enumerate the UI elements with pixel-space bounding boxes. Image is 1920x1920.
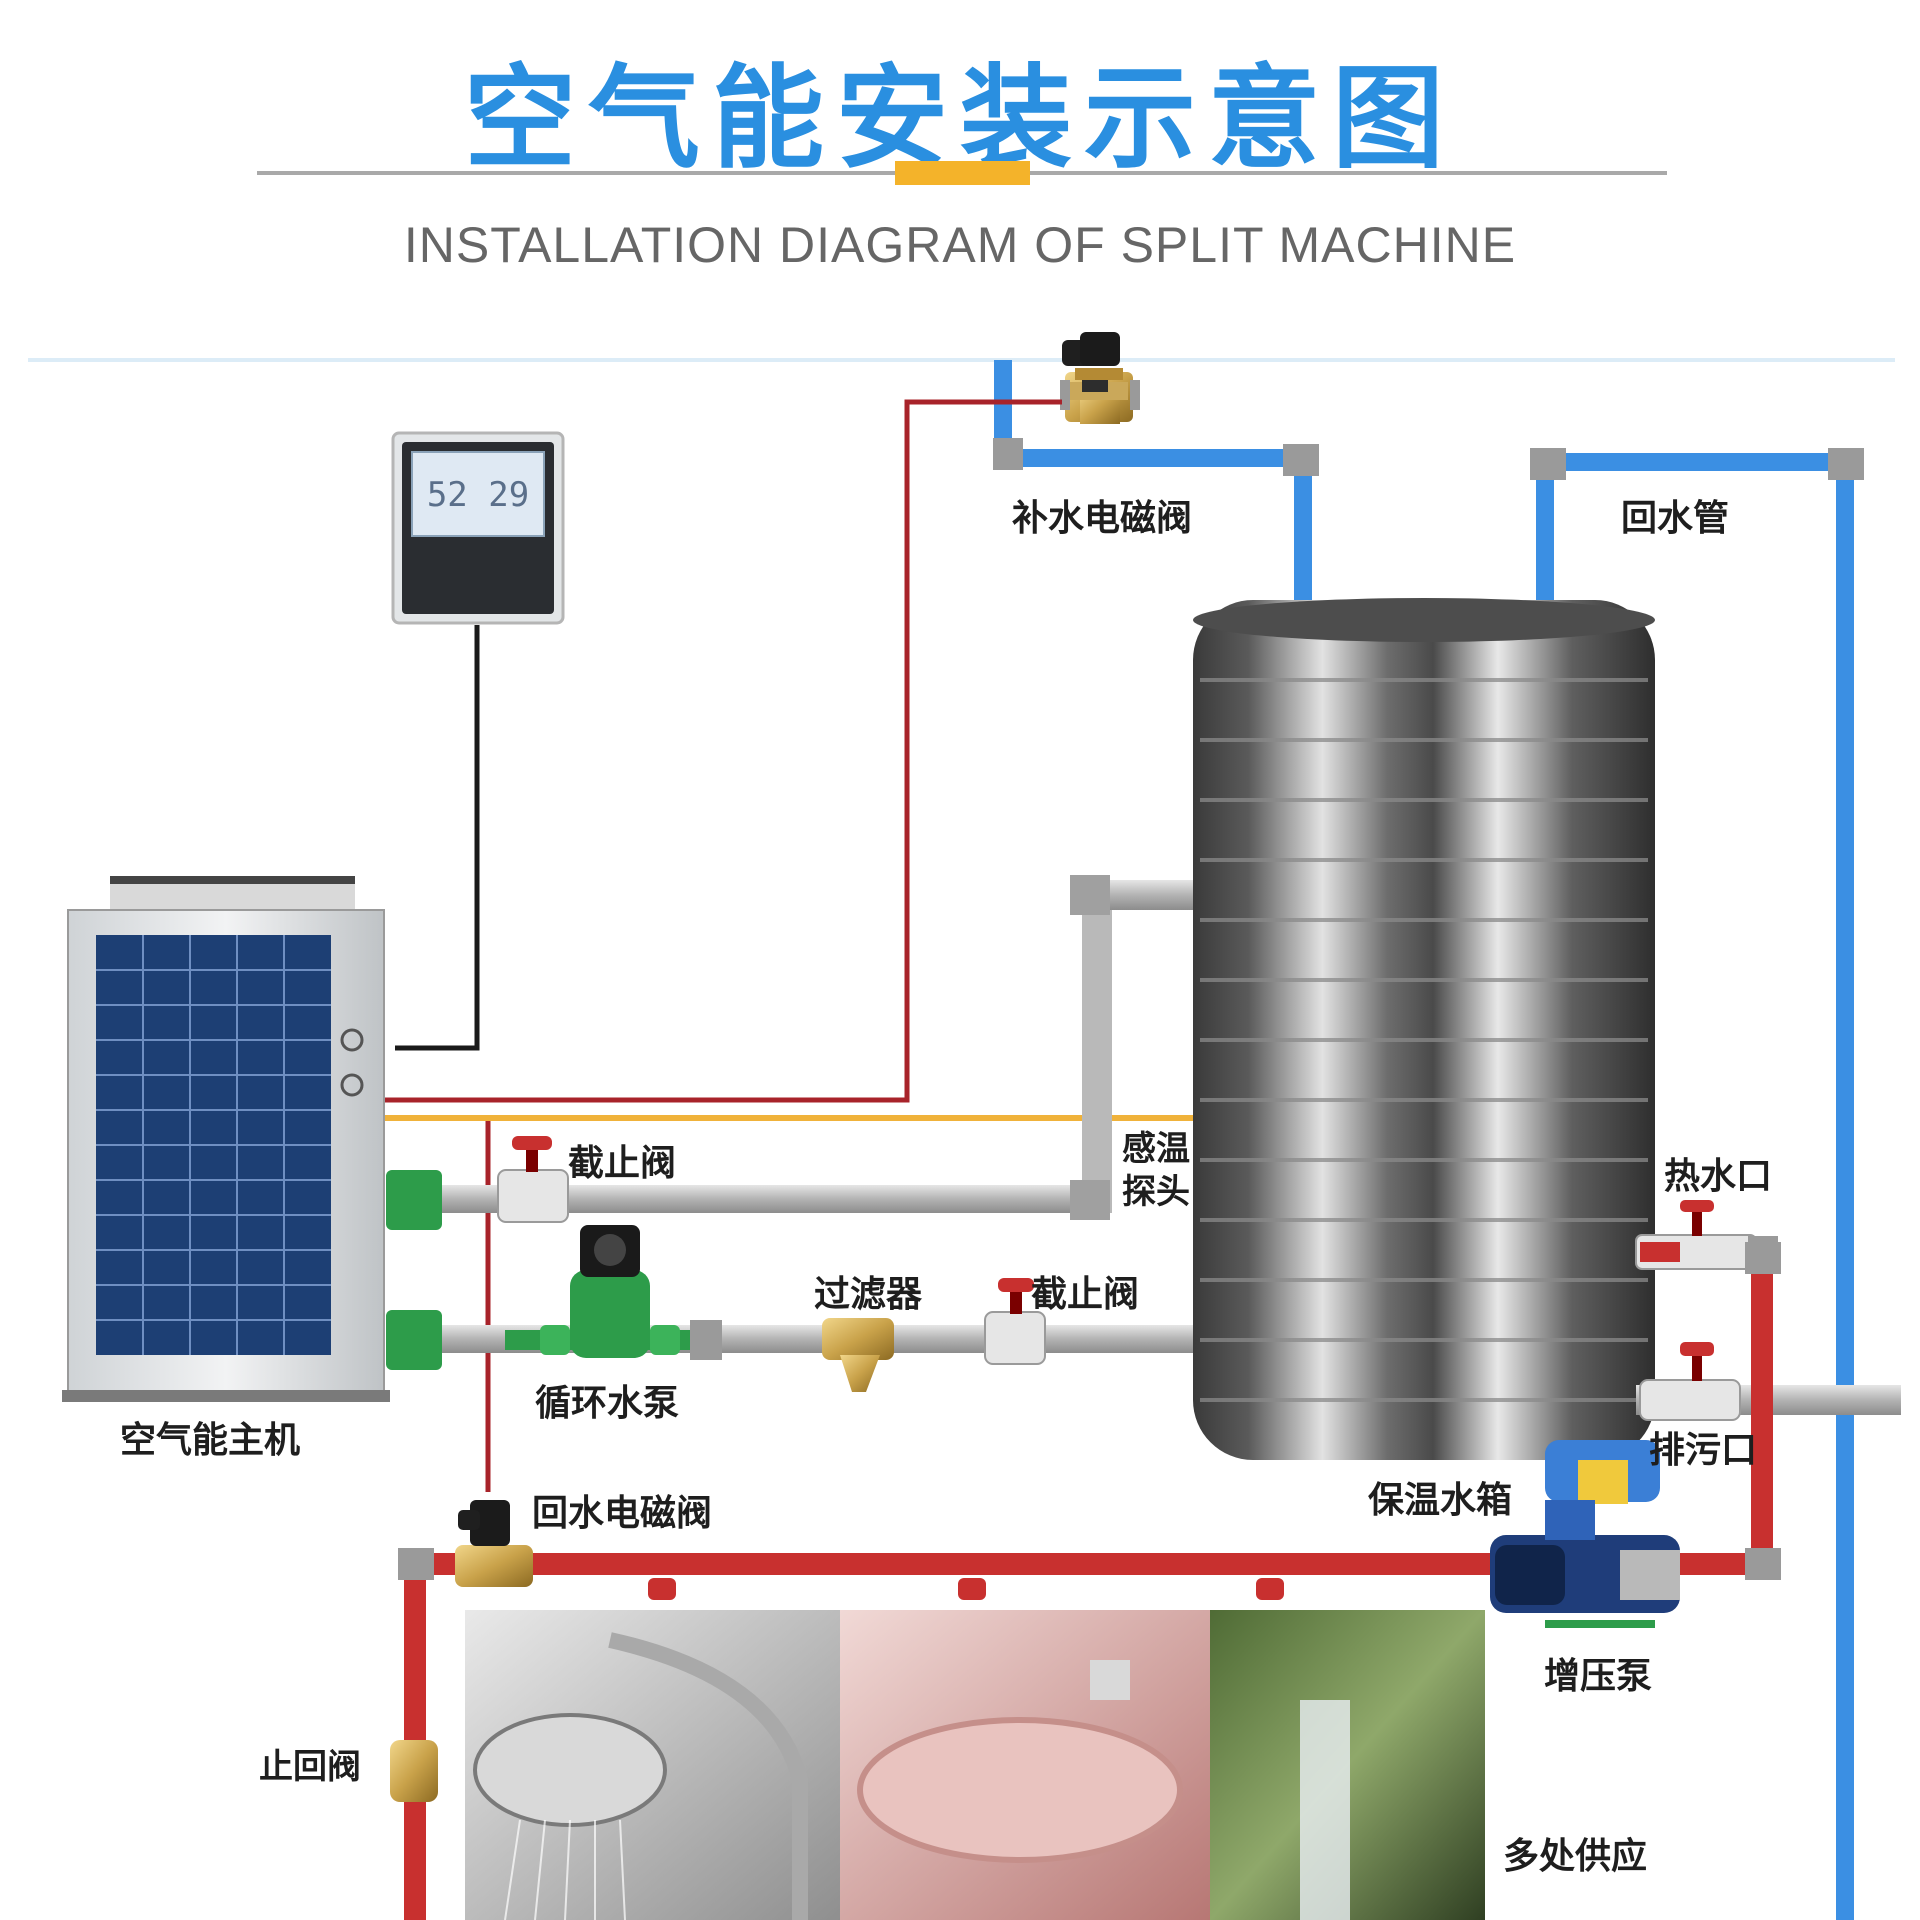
label-makeup-valve: 补水电磁阀 xyxy=(1012,498,1192,539)
title-divider-accent xyxy=(895,161,1030,185)
label-booster-pump: 增压泵 xyxy=(1544,1656,1652,1697)
stop-valve-bottom xyxy=(984,1278,1046,1365)
label-stop-valve-top: 截止阀 xyxy=(568,1143,676,1184)
controller-display: 52 29 xyxy=(427,475,529,515)
circulation-pump xyxy=(505,1225,722,1360)
stop-valve-top xyxy=(497,1136,569,1223)
label-insulated-tank: 保温水箱 xyxy=(1368,1480,1512,1521)
check-valve xyxy=(390,1740,438,1802)
label-check-valve: 止回阀 xyxy=(259,1747,361,1787)
label-drain-outlet: 排污口 xyxy=(1649,1430,1757,1471)
hot-water-outlet-valve xyxy=(1635,1200,1778,1270)
label-stop-valve-bottom: 截止阀 xyxy=(1031,1274,1139,1315)
multi-supply-photos xyxy=(465,1610,1485,1920)
wired-controller: 52 29 xyxy=(391,431,565,625)
insulated-water-tank xyxy=(1193,598,1655,1460)
return-solenoid-valve xyxy=(455,1500,533,1587)
label-return-pipe: 回水管 xyxy=(1621,498,1729,539)
label-multi-supply: 多处供应 xyxy=(1503,1836,1647,1877)
unit-outlet-connector xyxy=(386,1170,442,1230)
unit-inlet-connector xyxy=(386,1310,442,1370)
booster-pump xyxy=(1490,1440,1680,1628)
label-temp-probe-1: 感温 xyxy=(1122,1129,1190,1169)
page-subtitle: INSTALLATION DIAGRAM OF SPLIT MACHINE xyxy=(403,217,1517,273)
label-circulation-pump: 循环水泵 xyxy=(535,1383,679,1424)
label-hot-water-outlet: 热水口 xyxy=(1664,1156,1772,1197)
makeup-solenoid-valve xyxy=(1060,332,1140,424)
return-pipe xyxy=(1530,448,1864,1920)
makeup-water-pipe xyxy=(993,360,1319,605)
label-temp-probe-2: 探头 xyxy=(1122,1172,1190,1212)
label-filter: 过滤器 xyxy=(814,1274,923,1315)
y-filter xyxy=(822,1318,894,1392)
label-return-valve: 回水电磁阀 xyxy=(532,1493,712,1534)
label-main-unit: 空气能主机 xyxy=(120,1420,300,1461)
air-source-main-unit xyxy=(62,876,390,1402)
